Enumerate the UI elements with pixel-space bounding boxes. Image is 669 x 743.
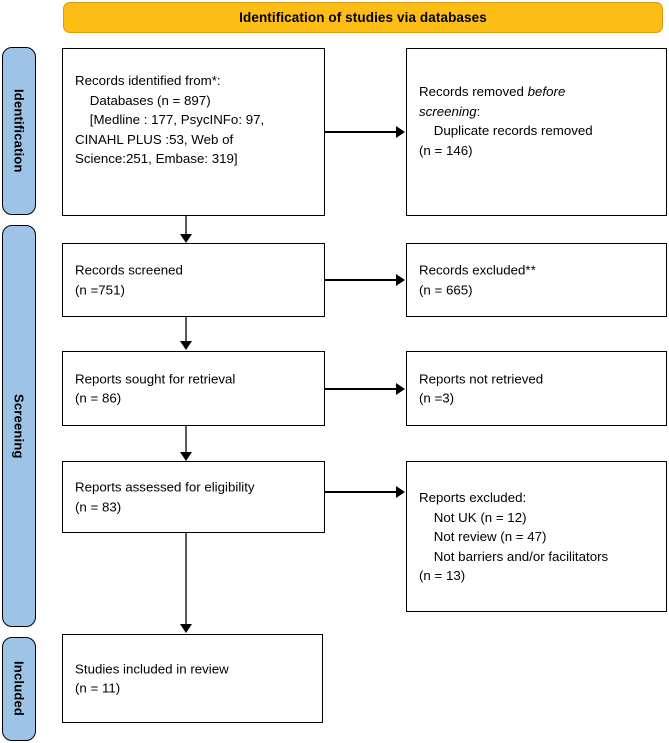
arrow-assessed-to-included: [185, 533, 187, 625]
box-reports-excluded-text: Reports excluded: Not UK (n = 12) Not re…: [419, 488, 660, 586]
box-records-removed-text: Records removed before screening: Duplica…: [419, 82, 660, 160]
arrow-identified-to-screened-head: [180, 234, 192, 243]
arrow-identified-to-screened: [185, 216, 187, 235]
box-reports-not-retrieved: Reports not retrieved (n =3): [406, 351, 667, 426]
records-identified-line4: CINAHL PLUS :53, Web of: [75, 131, 234, 147]
arrow-sought-to-not-retrieved: [325, 388, 397, 390]
arrow-sought-to-not-retrieved-head: [396, 383, 405, 395]
records-removed-line4: (n = 146): [419, 142, 473, 158]
stage-label-included: Included: [2, 637, 36, 741]
reports-excluded-line2: Not UK (n = 12): [419, 509, 527, 525]
box-records-excluded-text: Records excluded** (n = 665): [419, 261, 660, 300]
arrow-sought-to-assessed-head: [180, 452, 192, 461]
phase-banner-identification: Identification of studies via databases: [63, 2, 663, 33]
records-screened-line1: Records screened: [75, 262, 183, 278]
reports-excluded-line5: (n = 13): [419, 568, 466, 583]
reports-not-retrieved-line2: (n =3): [419, 390, 455, 406]
box-reports-not-retrieved-text: Reports not retrieved (n =3): [419, 369, 660, 408]
reports-assessed-line2: (n = 83): [75, 499, 122, 514]
records-identified-line3: [Medline : 177, PsycINFo: 97,: [75, 112, 265, 127]
arrow-assessed-to-excluded: [325, 491, 397, 493]
stage-label-screening-text: Screening: [11, 393, 27, 459]
studies-included-line1: Studies included in review: [75, 661, 229, 676]
box-reports-sought: Reports sought for retrieval (n = 86): [62, 351, 325, 426]
records-removed-line3: Duplicate records removed: [419, 123, 593, 138]
reports-excluded-line4: Not barriers and/or facilitators: [419, 548, 609, 564]
records-identified-line2: Databases (n = 897): [75, 92, 211, 108]
arrow-screened-to-sought: [185, 317, 187, 342]
studies-included-line2: (n = 11): [75, 680, 121, 696]
stage-label-identification: Identification: [2, 47, 36, 215]
box-reports-assessed: Reports assessed for eligibility (n = 83): [62, 461, 325, 533]
records-screened-line2: (n =751): [75, 282, 125, 297]
records-removed-line1b: before: [527, 84, 566, 99]
records-excluded-line1: Records excluded**: [419, 262, 536, 278]
stage-label-screening: Screening: [2, 225, 36, 627]
arrow-identified-to-removed: [325, 131, 397, 133]
phase-banner-label: Identification of studies via databases: [239, 10, 487, 25]
box-records-screened: Records screened (n =751): [62, 243, 325, 317]
box-records-identified-text: Records identified from*: Databases (n =…: [75, 71, 318, 169]
records-excluded-line2: (n = 665): [419, 282, 473, 297]
box-studies-included-text: Studies included in review (n = 11): [75, 659, 316, 698]
box-reports-assessed-text: Reports assessed for eligibility (n = 83): [75, 478, 318, 517]
records-identified-line5: Science:251, Embase: 319]: [75, 151, 238, 166]
records-identified-line1: Records identified from*:: [75, 73, 221, 88]
records-removed-line2a: screening: [419, 103, 477, 119]
reports-excluded-line1: Reports excluded:: [419, 490, 527, 505]
arrow-screened-to-excluded-head: [396, 274, 405, 286]
records-removed-line1a: Records removed: [419, 84, 528, 99]
reports-excluded-line3: Not review (n = 47): [419, 529, 547, 544]
arrow-assessed-to-excluded-head: [396, 486, 405, 498]
box-records-excluded: Records excluded** (n = 665): [406, 243, 667, 317]
reports-assessed-line1: Reports assessed for eligibility: [75, 479, 255, 495]
arrow-sought-to-assessed: [185, 426, 187, 453]
reports-sought-line1: Reports sought for retrieval: [75, 371, 236, 386]
reports-sought-line2: (n = 86): [75, 390, 122, 406]
arrow-screened-to-sought-head: [180, 341, 192, 350]
box-studies-included: Studies included in review (n = 11): [62, 634, 323, 723]
box-reports-excluded: Reports excluded: Not UK (n = 12) Not re…: [406, 461, 667, 612]
box-records-removed: Records removed before screening: Duplica…: [406, 48, 667, 216]
arrow-screened-to-excluded: [325, 279, 397, 281]
arrow-identified-to-removed-head: [396, 126, 405, 138]
arrow-assessed-to-included-head: [180, 624, 192, 633]
stage-label-identification-text: Identification: [11, 89, 27, 173]
box-reports-sought-text: Reports sought for retrieval (n = 86): [75, 369, 318, 408]
stage-label-included-text: Included: [11, 661, 27, 717]
box-records-identified: Records identified from*: Databases (n =…: [62, 48, 325, 216]
box-records-screened-text: Records screened (n =751): [75, 261, 318, 300]
records-removed-line2b: :: [476, 103, 481, 119]
reports-not-retrieved-line1: Reports not retrieved: [419, 371, 544, 386]
